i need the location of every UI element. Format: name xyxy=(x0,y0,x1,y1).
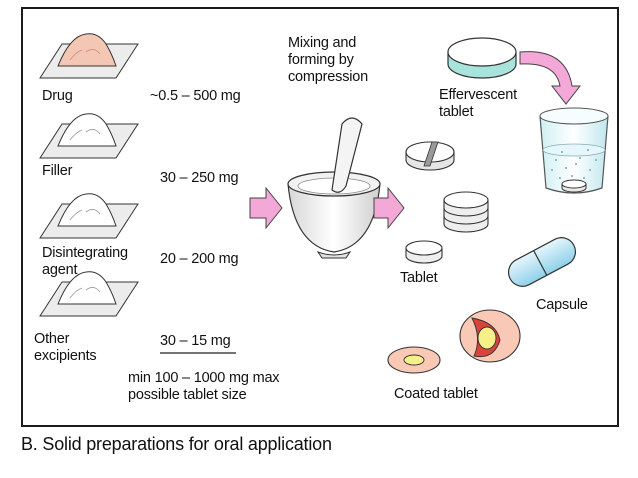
arrow-to-mortar xyxy=(249,186,283,230)
tablet-size-note: min 100 – 1000 mg max possible tablet si… xyxy=(128,370,280,403)
capsule xyxy=(507,237,577,287)
arrow-to-products xyxy=(373,186,405,230)
scored-tablet xyxy=(405,141,455,171)
disintegrant-powder-plate xyxy=(39,193,139,239)
arrow-to-glass xyxy=(519,51,582,105)
ingredient-amount-disintegrant: 20 – 200 mg xyxy=(160,251,239,267)
ingredient-amount-excipients: 30 – 15 mg xyxy=(160,333,231,349)
ingredient-amount-filler: 30 – 250 mg xyxy=(160,170,239,186)
drug-powder-plate xyxy=(39,33,139,79)
figure-caption: B. Solid preparations for oral applicati… xyxy=(21,434,332,454)
tablet-stack xyxy=(443,191,489,233)
filler-powder-plate xyxy=(39,113,139,159)
capsule-label: Capsule xyxy=(536,297,588,313)
ingredient-amount-drug: ~0.5 – 500 mg xyxy=(150,88,241,104)
tablet-label: Tablet xyxy=(400,270,438,286)
ingredient-name-drug: Drug xyxy=(42,88,73,104)
excipients-powder-plate xyxy=(39,271,139,317)
single-tablet xyxy=(405,240,443,264)
water-glass xyxy=(539,107,609,194)
effervescent-label: Effervescent tablet xyxy=(439,87,517,120)
ingredient-name-filler: Filler xyxy=(42,163,73,179)
coated-tablet-flat xyxy=(387,346,441,374)
ingredient-name-excipients: Other excipients xyxy=(34,331,97,364)
process-label: Mixing and forming by compression xyxy=(288,35,368,85)
mortar-pestle xyxy=(287,117,381,259)
coated-tablet-label: Coated tablet xyxy=(394,386,478,402)
coated-tablet-cutaway xyxy=(459,309,521,363)
effervescent-tablet xyxy=(447,37,517,79)
ingredient-name-disintegrant: Disintegrating agent xyxy=(42,245,128,278)
